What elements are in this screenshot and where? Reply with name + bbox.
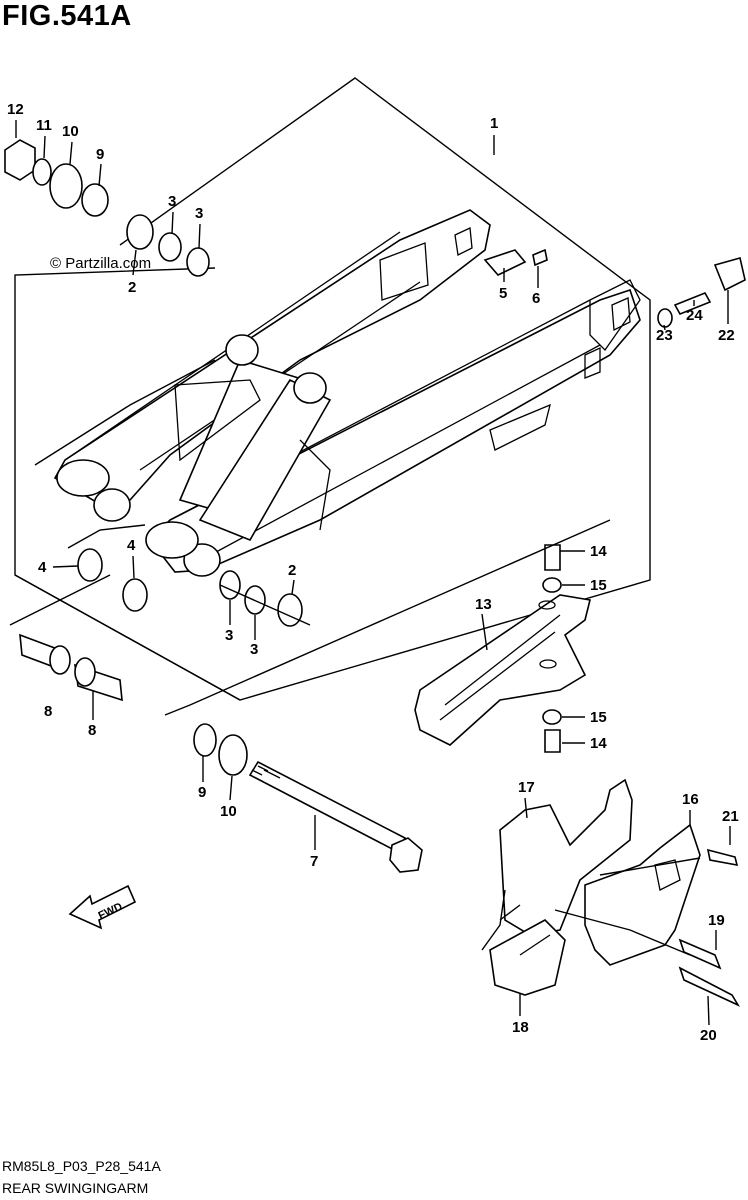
chain-guide: [414, 594, 591, 746]
callout-3: 3: [168, 193, 176, 210]
callout-labels: 1 2 3 3 2 4 4 3 3 2 5 6 7 8 8 9 9 10 10 …: [7, 101, 739, 1044]
callout-20: 20: [700, 1027, 717, 1044]
callout-8: 8: [88, 722, 96, 739]
callout-24: 24: [686, 307, 703, 324]
callout-7: 7: [310, 853, 318, 870]
callout-4: 4: [38, 559, 47, 576]
callout-3: 3: [250, 641, 258, 658]
callout-2: 2: [288, 562, 296, 579]
callout-3: 3: [195, 205, 203, 222]
callout-8: 8: [44, 703, 52, 720]
fwd-arrow: FWD: [68, 884, 137, 930]
callout-17: 17: [518, 779, 535, 796]
callout-19: 19: [708, 912, 725, 929]
callout-13: 13: [475, 596, 492, 613]
callout-14: 14: [590, 735, 607, 752]
callout-10: 10: [220, 803, 237, 820]
callout-21: 21: [722, 808, 739, 825]
swingarm: [53, 209, 641, 577]
callout-18: 18: [512, 1019, 529, 1036]
callout-23: 23: [656, 327, 673, 344]
pivot-bolt: [248, 760, 423, 873]
callout-14: 14: [590, 543, 607, 560]
small-parts: [4, 139, 746, 1007]
callout-9: 9: [96, 146, 104, 163]
watermark: © Partzilla.com: [50, 255, 151, 272]
chain-slider-bracket: [489, 778, 701, 996]
callout-15: 15: [590, 709, 607, 726]
callout-22: 22: [718, 327, 735, 344]
figure-title: FIG.541A: [2, 0, 132, 32]
figure-code: RM85L8_P03_P28_541A: [2, 1158, 161, 1174]
leader-lines: [9, 359, 701, 956]
callout-5: 5: [499, 285, 507, 302]
callout-3: 3: [225, 627, 233, 644]
callout-1: 1: [490, 115, 498, 132]
callout-9: 9: [198, 784, 206, 801]
callout-10: 10: [62, 123, 79, 140]
callout-11: 11: [36, 117, 52, 134]
callout-6: 6: [532, 290, 540, 307]
callout-4: 4: [127, 537, 136, 554]
assembly-frame: [14, 77, 651, 701]
callout-12: 12: [7, 101, 24, 118]
callout-leaders: [15, 120, 731, 1026]
callout-16: 16: [682, 791, 699, 808]
bushings: [19, 633, 123, 702]
callout-2: 2: [128, 279, 136, 296]
callout-15: 15: [590, 577, 607, 594]
figure-name: REAR SWINGINGARM: [2, 1180, 149, 1196]
